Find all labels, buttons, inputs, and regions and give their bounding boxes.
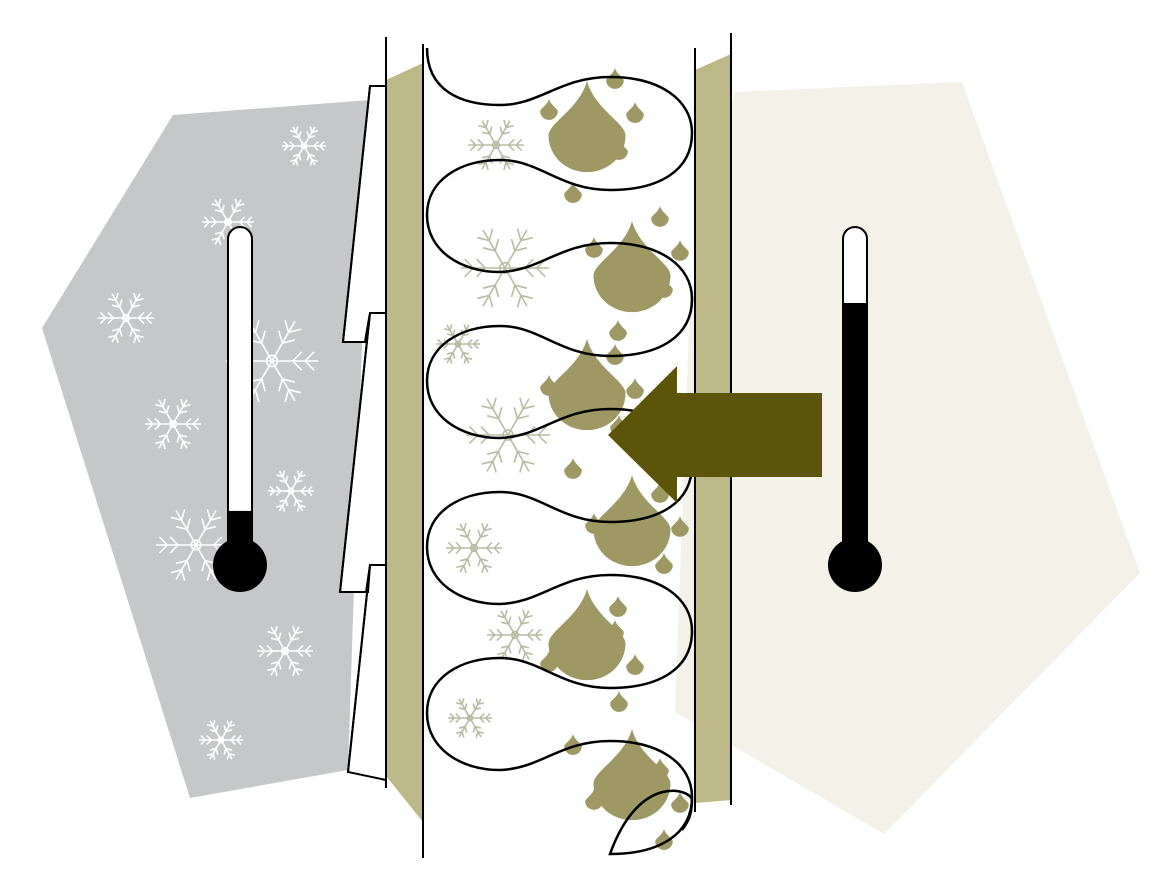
water-droplet-icon (610, 139, 628, 160)
cold-outside-zone (42, 100, 370, 798)
water-droplet-icon (548, 81, 626, 173)
water-droplet-icon (540, 651, 558, 672)
cladding-edge (338, 85, 386, 773)
snowflake-icon (446, 522, 502, 574)
water-droplet-icon (655, 277, 673, 298)
water-droplet-icon (585, 237, 603, 258)
water-droplet-icon (626, 654, 644, 675)
water-droplet-icon (548, 589, 626, 681)
snowflake-icon (466, 397, 550, 473)
water-droplets (540, 68, 689, 850)
snowflake-icon (461, 228, 549, 308)
water-droplet-icon (651, 482, 669, 503)
water-droplet-icon (671, 240, 689, 261)
water-droplet-icon (671, 792, 689, 813)
water-droplet-icon (540, 375, 558, 396)
water-droplet-icon (606, 344, 624, 365)
water-droplet-icon (585, 789, 603, 810)
snowflake-icon (98, 292, 154, 344)
water-droplet-icon (651, 758, 669, 779)
water-droplet-icon (606, 620, 624, 641)
water-droplet-icon (540, 99, 558, 120)
water-droplet-icon (651, 206, 669, 227)
warm-thermometer-icon (828, 226, 882, 592)
snowflake-icon (199, 720, 243, 760)
water-droplet-icon (585, 513, 603, 534)
snowflake-icon (282, 126, 326, 166)
cold-thermometer-icon (213, 226, 267, 592)
snowflake-icon (257, 625, 313, 677)
heat-flow-arrow-icon (608, 366, 822, 503)
water-droplet-icon (564, 734, 582, 755)
water-droplet-icon (606, 68, 624, 89)
water-droplet-icon (609, 320, 627, 341)
snowflake-icon (145, 398, 201, 450)
cold-snowflakes (98, 126, 326, 760)
snowflake-icon (448, 698, 492, 738)
water-droplet-icon (564, 458, 582, 479)
water-droplet-icon (548, 339, 626, 431)
water-droplet-icon (564, 182, 582, 203)
water-droplet-icon (610, 691, 628, 712)
water-droplet-icon (655, 553, 673, 574)
water-droplet-icon (609, 596, 627, 617)
water-droplet-icon (593, 221, 671, 313)
water-droplet-icon (671, 516, 689, 537)
snowflake-icon (487, 609, 543, 661)
insulation-snowflakes (436, 119, 550, 738)
warm-inside-zone (675, 82, 1140, 834)
outer-sheathing-board (386, 63, 423, 822)
water-droplet-icon (626, 102, 644, 123)
snowflake-icon (268, 470, 314, 512)
water-droplet-icon (626, 378, 644, 399)
